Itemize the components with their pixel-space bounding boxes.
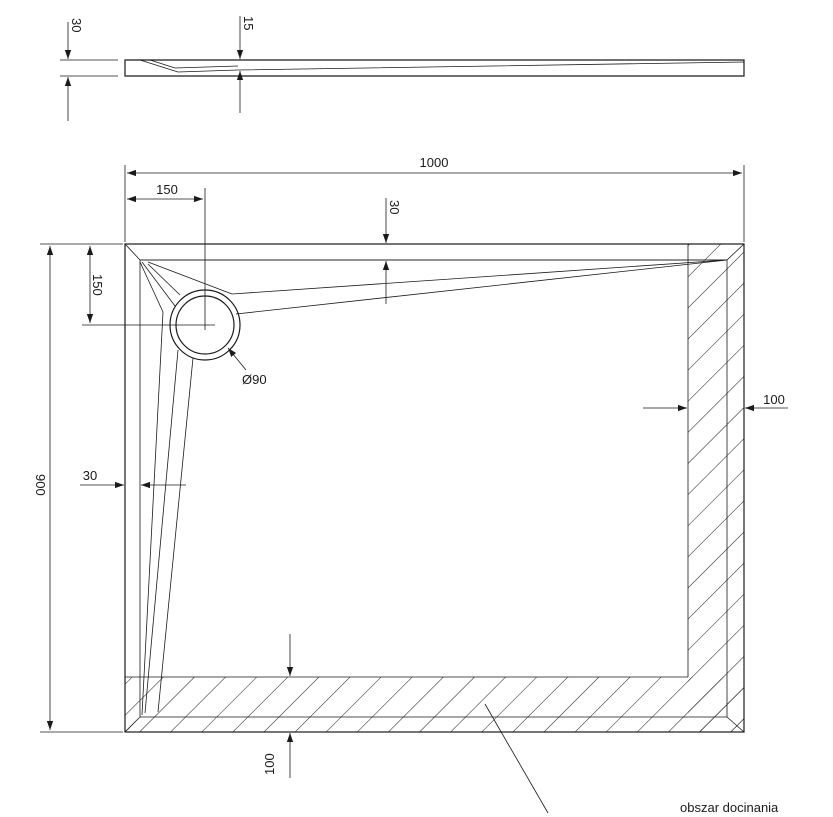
side-height-label: 30 [69,18,84,32]
trim-area-callout: obszar docinania [484,703,779,815]
cut-zone-bottom-label: 100 [262,753,277,775]
left-edge-offset-label: 30 [83,468,97,483]
top-edge-offset-label: 30 [387,200,402,214]
total-height-label: 900 [33,474,48,496]
side-view: 30 15 [60,16,745,121]
tray-outline [124,243,745,733]
side-profile-outline [124,59,745,77]
plan-dimensions: 1000 150 30 150 900 30 100 100 [33,155,788,778]
rim-bevel-bottom-right [726,716,745,733]
drain-offset-y-label: 150 [90,274,105,296]
slope-lines [139,259,728,716]
trim-area-leader [484,703,549,814]
trim-area-right-hatch [688,244,744,732]
cut-zone-right-label: 100 [763,392,785,407]
trim-area-boundary [125,244,689,678]
plan-view: Ø90 [82,188,745,733]
rim-bevel-bottom-left [124,716,141,733]
drain-diameter-label: Ø90 [242,372,267,387]
drain-diameter-leader [227,347,247,371]
side-slope-line [139,59,745,73]
drain-offset-x-label: 150 [156,182,178,197]
trim-area-bottom-hatch [125,677,744,732]
rim-bevel-top-left [124,243,141,261]
rim-bevel-top-right [726,243,745,261]
side-drain-recess [149,59,239,69]
total-width-label: 1000 [420,155,449,170]
trim-area-label: obszar docinania [680,800,779,815]
drain-depth-label: 15 [241,16,256,30]
